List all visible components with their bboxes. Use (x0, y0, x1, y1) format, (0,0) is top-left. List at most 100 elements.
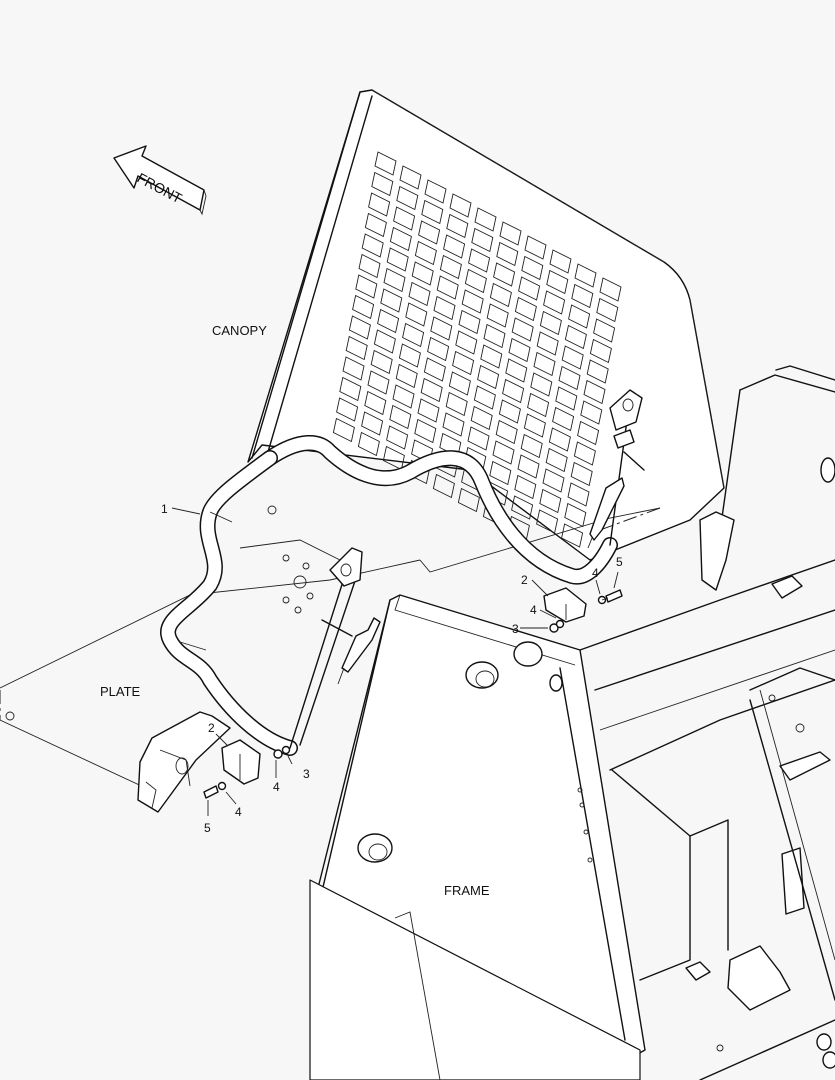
grille-hole (520, 433, 543, 459)
grille-hole (398, 343, 421, 368)
grille-hole (392, 384, 415, 409)
grille-hole (442, 412, 465, 437)
canopy-grille-holes (332, 151, 622, 548)
grille-hole (383, 267, 406, 293)
grille-hole (573, 441, 596, 466)
grille-hole (348, 315, 371, 340)
canopy-rear-screen (247, 89, 725, 561)
callout-1: 1 (161, 502, 168, 516)
grille-hole (396, 185, 419, 211)
grille-hole (561, 345, 584, 370)
grab-handle-bar (160, 389, 645, 756)
grille-hole (571, 283, 594, 309)
grille-hole (430, 316, 453, 341)
grille-hole (432, 473, 455, 499)
grille-hole (536, 509, 559, 534)
grille-hole (424, 179, 447, 204)
grille-hole (461, 289, 484, 314)
grille-hole (374, 151, 397, 176)
grille-hole (499, 221, 522, 246)
grille-hole (439, 254, 462, 280)
grille-hole (361, 233, 384, 258)
grille-hole (508, 337, 531, 363)
grille-hole (521, 255, 544, 281)
grille-hole (402, 322, 425, 348)
grille-hole (389, 404, 412, 430)
grille-hole (358, 253, 381, 279)
callout-4-left-b: 4 (235, 805, 242, 819)
callout-2-left: 2 (208, 721, 215, 735)
grille-hole (555, 386, 578, 411)
grille-hole (586, 359, 609, 384)
callout-3-right: 3 (512, 622, 519, 636)
grille-hole (552, 406, 575, 432)
grille-hole (545, 447, 568, 473)
grille-hole (471, 227, 494, 253)
grille-hole (414, 240, 437, 266)
grille-hole (483, 323, 506, 349)
grille-hole (380, 288, 403, 313)
grille-hole (345, 335, 368, 361)
grille-hole (445, 391, 468, 417)
grille-hole (473, 385, 496, 410)
grille-hole (593, 318, 616, 343)
grille-hole (405, 302, 428, 327)
grille-hole (524, 235, 547, 260)
grille-hole (393, 206, 416, 231)
grille-hole (336, 397, 359, 422)
plate-label: PLATE (100, 684, 141, 699)
grille-hole (539, 488, 562, 514)
grille-hole (420, 377, 443, 403)
grille-hole (493, 262, 516, 287)
grille-hole (455, 330, 478, 355)
grille-hole (357, 431, 380, 457)
grille-hole (495, 419, 518, 445)
grille-hole (492, 440, 515, 465)
grille-hole (457, 487, 480, 513)
grille-hole (514, 474, 537, 500)
callout-5-left: 5 (204, 821, 211, 835)
right-mount-hardware (543, 587, 623, 633)
grille-hole (570, 461, 593, 487)
grille-hole (549, 249, 572, 274)
grille-hole (477, 364, 500, 390)
grille-hole (373, 329, 396, 354)
grille-hole (449, 193, 472, 218)
grille-hole (458, 309, 481, 335)
grille-hole (539, 310, 562, 336)
grille-hole (332, 417, 355, 443)
grille-hole (418, 220, 441, 245)
grille-hole (496, 241, 519, 267)
grille-hole (489, 460, 512, 486)
grille-hole (464, 268, 487, 294)
grille-hole (443, 234, 466, 259)
grille-hole (468, 248, 491, 273)
grille-hole (414, 418, 437, 444)
grille-hole (427, 336, 450, 362)
grille-hole (580, 400, 603, 425)
grille-hole (480, 344, 503, 369)
grille-hole (417, 398, 440, 423)
grille-hole (548, 427, 571, 452)
grille-hole (389, 226, 412, 252)
grille-hole (502, 378, 525, 404)
grille-hole (542, 468, 565, 493)
grille-hole (523, 413, 546, 438)
grille-hole (567, 482, 590, 507)
grille-hole (574, 263, 597, 288)
grille-hole (421, 199, 444, 225)
grille-hole (517, 454, 540, 479)
frame-label: FRAME (444, 883, 490, 898)
grille-hole (518, 276, 541, 301)
grille-hole (596, 297, 619, 323)
canopy-label: CANOPY (212, 323, 267, 338)
grille-hole (474, 207, 497, 232)
grille-hole (533, 351, 556, 377)
grille-hole (514, 296, 537, 322)
grille-hole (511, 317, 534, 342)
grille-hole (452, 350, 475, 376)
left-mount-bracket (137, 711, 231, 813)
grille-hole (564, 324, 587, 350)
